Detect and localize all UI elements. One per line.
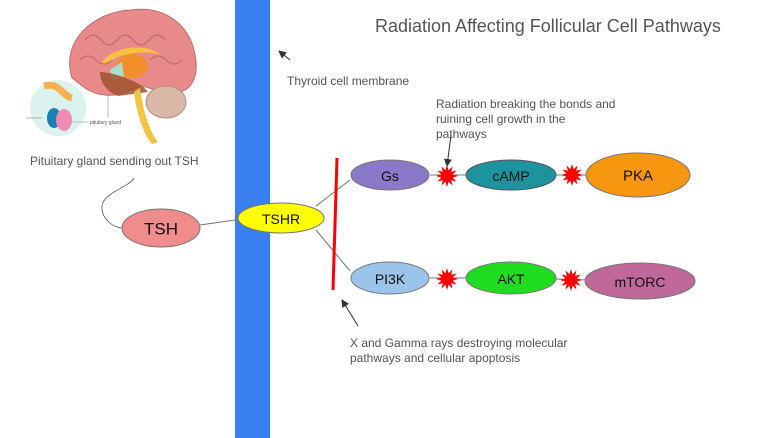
- burst-gs-camp-icon: [436, 165, 458, 187]
- camp-label: cAMP: [492, 168, 529, 184]
- akt-label: AKT: [497, 271, 525, 287]
- node-tsh: TSH: [121, 208, 201, 248]
- membrane-label: Thyroid cell membrane: [287, 74, 409, 88]
- bonds-annotation-line3: pathways: [436, 127, 487, 141]
- mtorc-label: mTORC: [614, 274, 665, 290]
- bonds-arrow: [443, 134, 452, 167]
- camp-ellipse: [465, 159, 557, 191]
- bonds-annotation-line2: ruining cell growth in the: [436, 112, 566, 126]
- node-pi3k: PI3K: [350, 261, 430, 295]
- pka-label: PKA: [623, 168, 653, 185]
- burst-pi3k-akt-icon: [436, 268, 458, 290]
- pituitary-inset-stalk: [43, 81, 74, 102]
- node-akt: AKT: [465, 261, 557, 295]
- pituitary-posterior: [56, 109, 72, 131]
- brain-illustration: pituitary gland: [26, 8, 197, 144]
- rays-annotation-line1: X and Gamma rays destroying molecular: [350, 336, 567, 350]
- akt-ellipse: [465, 261, 557, 295]
- pituitary-inset-label: pituitary gland: [90, 120, 121, 126]
- node-camp: cAMP: [465, 159, 557, 191]
- tsh-signal-curve: [101, 177, 135, 229]
- corpus-callosum: [102, 47, 165, 64]
- node-gs: Gs: [350, 159, 430, 191]
- diagram-title: Radiation Affecting Follicular Cell Path…: [375, 16, 721, 36]
- gs-ellipse: [350, 159, 430, 191]
- tsh-label: TSH: [144, 220, 178, 239]
- brain-gyri: [79, 34, 183, 65]
- tshr-gs-link: [315, 179, 351, 207]
- membrane-arrow: [278, 50, 291, 61]
- rays-arrow: [341, 299, 359, 327]
- radiation-bursts: [436, 164, 583, 291]
- pi3k-label: PI3K: [375, 271, 406, 287]
- burst-akt-mtorc-icon: [560, 269, 582, 291]
- pi3k-ellipse: [350, 261, 430, 295]
- node-pka: PKA: [585, 152, 691, 198]
- midbrain: [100, 72, 148, 96]
- tsh-ellipse: [121, 208, 201, 248]
- cerebellum: [145, 85, 187, 119]
- rays-annotation-line2: pathways and cellular apoptosis: [350, 351, 520, 365]
- node-tshr: TSHR: [237, 202, 325, 234]
- node-mtorc: mTORC: [584, 262, 696, 300]
- pituitary-label: Pituitary gland sending out TSH: [30, 154, 199, 168]
- pka-ellipse: [585, 152, 691, 198]
- mtorc-ellipse: [584, 262, 696, 300]
- thalamus: [116, 54, 148, 78]
- tsh-tshr-link: [199, 218, 243, 226]
- burst-camp-pka-icon: [561, 164, 583, 186]
- gs-label: Gs: [381, 168, 399, 184]
- tshr-ellipse: [237, 202, 325, 234]
- tshr-label: TSHR: [262, 211, 300, 227]
- bonds-annotation-line1: Radiation breaking the bonds and: [436, 97, 615, 111]
- radiation-barrier-line: [331, 157, 339, 291]
- brainstem: [134, 88, 158, 144]
